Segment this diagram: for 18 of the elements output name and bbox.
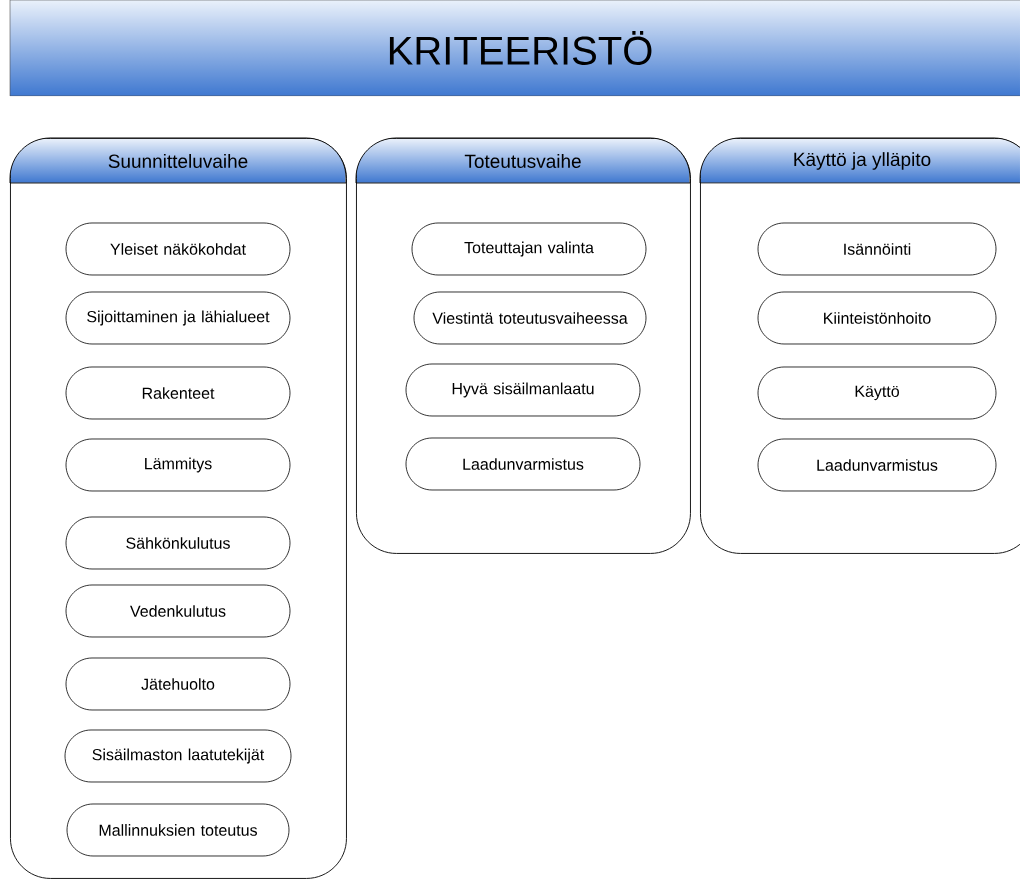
criterion-pill: Viestintä toteutusvaiheessa xyxy=(413,291,647,345)
criterion-pill: Toteuttajan valinta xyxy=(411,222,647,276)
criterion-pill: Jätehuolto xyxy=(65,657,291,711)
criterion-pill: Mallinnuksien toteutus xyxy=(66,803,290,857)
criterion-pill: Laadunvarmistus xyxy=(757,438,997,492)
criterion-pill: Lämmitys xyxy=(65,438,291,492)
criterion-pill: Hyvä sisäilmanlaatu xyxy=(405,363,641,417)
criterion-pill: Isännöinti xyxy=(757,222,997,276)
criterion-pill: Yleiset näkökohdat xyxy=(65,222,291,276)
criterion-pill: Käyttö xyxy=(757,366,997,420)
criterion-pill: Laadunvarmistus xyxy=(405,437,641,491)
criterion-pill: Rakenteet xyxy=(65,366,291,420)
criterion-pill: Vedenkulutus xyxy=(65,584,291,638)
criterion-pill: Sisäilmaston laatutekijät xyxy=(64,729,292,783)
criterion-pill: Kiinteistönhoito xyxy=(757,291,997,345)
title-banner: KRITEERISTÖ xyxy=(9,0,1020,97)
criterion-pill: Sijoittaminen ja lähialueet xyxy=(65,291,291,345)
criterion-pill: Sähkönkulutus xyxy=(65,516,291,570)
